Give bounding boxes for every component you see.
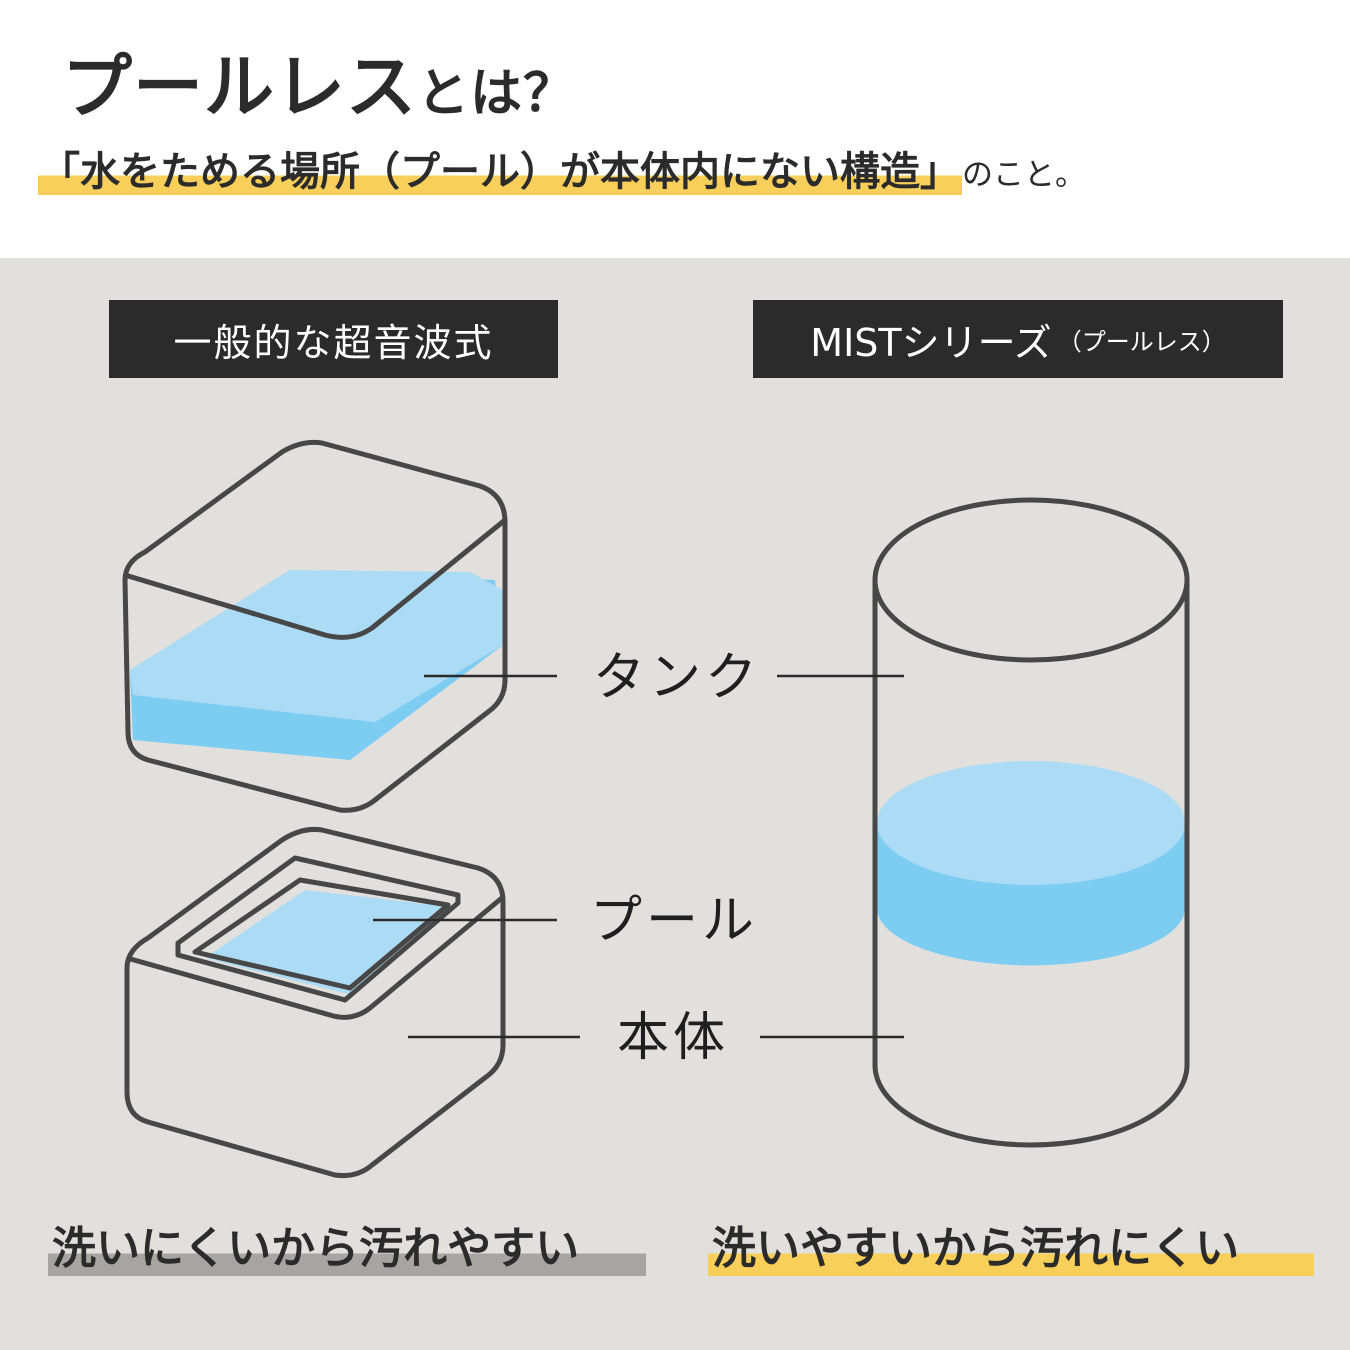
mist-series-label-note: （プールレス）: [1057, 327, 1226, 356]
general-ultrasonic-label: 一般的な超音波式: [109, 300, 558, 378]
mist-series-label-text: MISTシリーズ: [810, 320, 1052, 365]
leader-lines: [373, 674, 904, 1039]
title-main: プールレス: [62, 46, 417, 128]
tank-water-illustration: [130, 570, 503, 760]
general-ultrasonic-label-text: 一般的な超音波式: [173, 320, 494, 365]
subtitle: 「水をためる場所（プール）が本体内にない構造」のこと。: [38, 148, 1086, 196]
body-label: 本体: [617, 1008, 730, 1068]
tank-shell: [122, 439, 508, 813]
cylinder-top-rim: [872, 579, 1190, 663]
subtitle-highlight: 「水をためる場所（プール）が本体内にない構造」: [38, 149, 962, 195]
mist-series-label: MISTシリーズ（プールレス）: [753, 300, 1283, 378]
right-caption: 洗いやすいから汚れにくい: [708, 1223, 1314, 1276]
body-rim: [126, 895, 505, 1020]
pool-label: プール: [590, 891, 759, 951]
body-outline: [124, 827, 506, 1178]
cylinder-water-top: [877, 761, 1185, 885]
tank-water-top: [130, 570, 503, 722]
subtitle-rest: のこと。: [962, 157, 1086, 193]
tank-outline: [122, 439, 508, 813]
title-suffix: とは？: [417, 64, 577, 124]
cylinder-outline: [872, 497, 1190, 1148]
page-title: プールレスとは？: [62, 52, 576, 122]
tank-rim: [124, 518, 507, 640]
tank-label: タンク: [593, 648, 762, 708]
cylinder-body: [872, 497, 1190, 1148]
left-caption: 洗いにくいから汚れやすい: [48, 1223, 646, 1276]
pool-outer-edge: [175, 855, 461, 1003]
cylinder-water-illustration: [877, 761, 1185, 966]
body-shell: [124, 827, 506, 1178]
pool-inner-edge: [192, 877, 451, 991]
